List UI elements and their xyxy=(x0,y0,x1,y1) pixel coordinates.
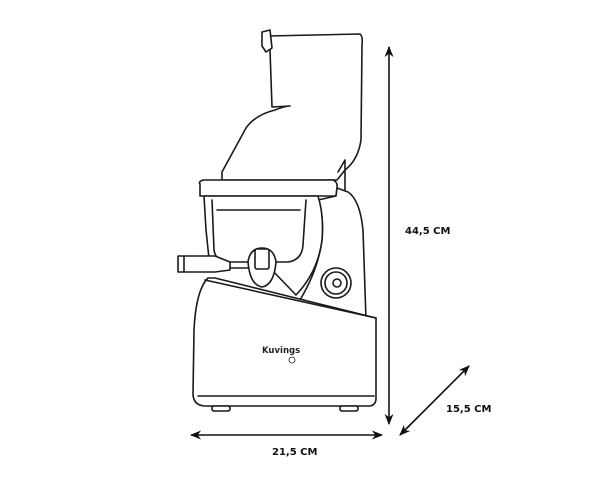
lid-rim xyxy=(198,179,338,197)
control-knob-center xyxy=(332,278,342,288)
juice-bowl xyxy=(203,195,324,296)
depth-label: 15,5 CM xyxy=(446,404,491,415)
width-label: 21,5 CM xyxy=(272,447,317,458)
cap-lever xyxy=(254,248,270,270)
hopper-neck-line xyxy=(337,159,346,191)
base-slant-line xyxy=(204,279,377,319)
juicer-drawing: Kuvings xyxy=(177,29,377,412)
foot-right xyxy=(339,405,359,412)
control-knob-ring xyxy=(324,271,348,295)
depth-arrow xyxy=(399,365,470,436)
hopper-tab xyxy=(261,29,273,53)
logo-circle-icon xyxy=(288,356,296,364)
brand-logo: Kuvings xyxy=(262,346,300,356)
hopper xyxy=(221,33,364,181)
height-label: 44,5 CM xyxy=(405,226,450,237)
foot-left xyxy=(211,405,231,412)
body-base xyxy=(192,277,377,407)
juice-spout xyxy=(177,255,231,273)
